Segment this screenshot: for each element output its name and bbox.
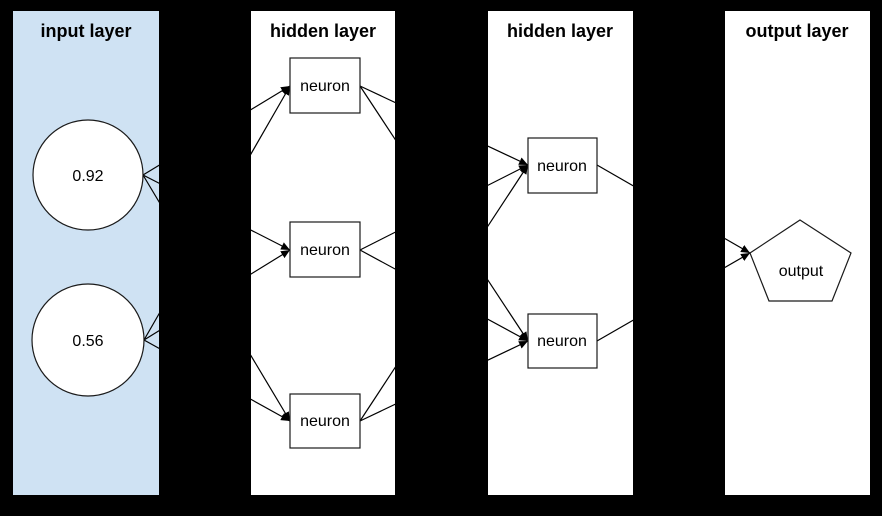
- edge-h1n2-h2n2: [359, 249, 529, 342]
- hidden2-neuron-1-label: neuron: [537, 158, 587, 175]
- node-labels: 0.92 0.56 neuron neuron neuron neuron ne…: [72, 78, 823, 430]
- hidden1-neuron-3-label: neuron: [300, 413, 350, 430]
- hidden-layer-2-title: hidden layer: [507, 21, 613, 41]
- edge-h1n3-h2n2: [359, 340, 529, 422]
- input-node-1-label: 0.92: [72, 168, 103, 185]
- input-node-2: [31, 283, 145, 397]
- edge-h2n2-output: [596, 252, 751, 342]
- edge-input1-h1n3: [142, 174, 291, 422]
- edge-input1-h1n2: [142, 174, 291, 251]
- hidden1-neuron-2-label: neuron: [300, 242, 350, 259]
- edge-input2-h1n1: [143, 85, 291, 341]
- edge-h1n2-h2n1: [359, 164, 529, 251]
- input-layer-title: input layer: [40, 21, 131, 41]
- edge-input2-h1n2: [143, 249, 291, 341]
- edge-input1-h1n1: [142, 85, 291, 176]
- hidden1-neuron-2: [289, 221, 361, 278]
- output-layer-title: output layer: [745, 21, 848, 41]
- nodes: [31, 57, 852, 449]
- connection-edges: [142, 85, 751, 422]
- input-node-2-label: 0.56: [72, 333, 103, 350]
- hidden1-neuron-3: [289, 393, 361, 449]
- hidden2-neuron-2-label: neuron: [537, 333, 587, 350]
- edge-h2n1-output: [596, 164, 751, 254]
- hidden-layer-1-title: hidden layer: [270, 21, 376, 41]
- edge-h1n1-h2n1: [359, 85, 529, 166]
- edge-input2-h1n3: [143, 339, 291, 422]
- hidden-layer-2-panel: [488, 11, 633, 495]
- hidden1-neuron-1-label: neuron: [300, 78, 350, 95]
- layer-titles: input layer hidden layer hidden layer ou…: [40, 21, 848, 41]
- hidden1-neuron-1: [289, 57, 361, 114]
- input-layer-panel: [13, 11, 159, 495]
- input-node-1: [32, 119, 144, 231]
- edge-h1n1-h2n2: [359, 85, 529, 342]
- output-node-pentagon: [749, 219, 852, 302]
- hidden2-neuron-1: [527, 137, 598, 194]
- hidden2-neuron-2: [527, 313, 598, 369]
- output-node-label: output: [779, 263, 824, 280]
- edge-h1n3-h2n1: [359, 164, 529, 422]
